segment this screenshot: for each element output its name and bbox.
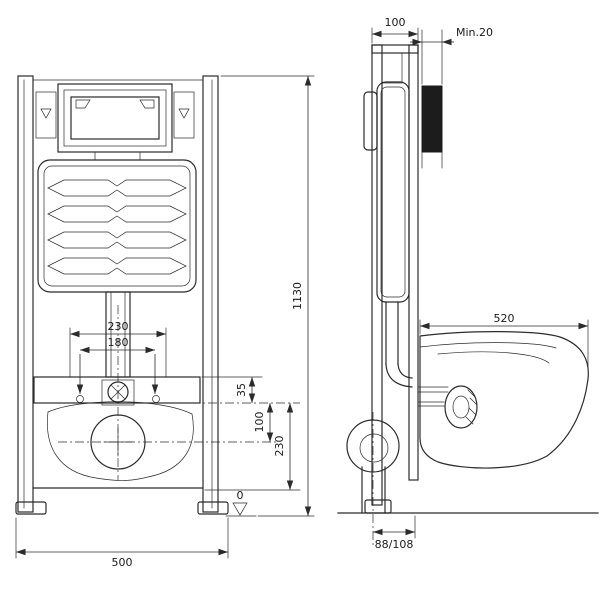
dim-label-230: 230: [108, 320, 129, 333]
dim-label-500: 500: [112, 556, 133, 569]
spigot-hatch: [465, 416, 474, 425]
dim-label-depth-100: 100: [385, 16, 406, 29]
wall-section: [421, 85, 443, 153]
flush-plate-mid: [63, 89, 167, 147]
cistern-rib: [47, 257, 187, 267]
flush-plate-profile: [363, 91, 378, 151]
outlet-spigot-inner: [452, 395, 470, 419]
level-mark-icon: [40, 108, 52, 119]
bowl-inner-line: [437, 351, 550, 364]
dim-label-88-108: 88/108: [375, 538, 414, 551]
floor-level-icon: [232, 502, 248, 516]
bracket-right: [173, 91, 195, 139]
cistern-rib: [47, 205, 187, 215]
foot-profile: [364, 499, 392, 514]
flush-plate-inner: [70, 96, 160, 140]
top-member: [371, 44, 419, 54]
cistern-inner: [43, 165, 191, 287]
anchor-bolt-left: [76, 395, 84, 403]
spigot-hatch: [468, 407, 477, 416]
cistern-rib: [47, 187, 187, 197]
cistern-profile: [376, 81, 410, 303]
dim-label-520: 520: [494, 312, 515, 325]
cistern-profile-inner: [380, 86, 406, 298]
bowl-hidden-outline: [47, 401, 194, 481]
anchor-bolt-right: [152, 395, 160, 403]
cistern-rib: [47, 239, 187, 249]
floor-zero-label: 0: [237, 489, 244, 502]
right-rail: [202, 75, 219, 513]
dim-label-min20: Min.20: [456, 26, 493, 39]
foot-right: [197, 501, 229, 515]
dim-label-100: 100: [253, 412, 266, 433]
bowl-profile: [419, 331, 589, 469]
valve-access-box: [381, 52, 403, 84]
back-rail-profile: [408, 44, 419, 481]
cistern-rib: [47, 265, 187, 275]
side-view: [337, 44, 599, 545]
dim-label-180: 180: [108, 336, 129, 349]
foot-left: [15, 501, 47, 515]
outlet-spigot: [444, 385, 478, 429]
flush-plate-outer: [57, 83, 173, 153]
cistern-rib: [47, 231, 187, 241]
dim-label-230-vertical: 230: [273, 436, 286, 457]
spigot-hatch: [469, 397, 478, 406]
level-mark-icon: [178, 108, 190, 119]
front-view: [15, 75, 229, 515]
cistern-body: [37, 159, 197, 293]
cistern-rib: [47, 213, 187, 223]
cistern-rib: [47, 179, 187, 189]
left-rail: [17, 75, 34, 513]
bracket-left: [35, 91, 57, 139]
flush-elbow: [385, 363, 413, 388]
dim-label-35: 35: [235, 383, 248, 397]
side-dimensions: 100 Min.20 520 88/108: [371, 16, 589, 551]
spigot-hatch: [467, 389, 476, 398]
flush-elbow: [397, 363, 413, 379]
mounting-plate: [33, 376, 201, 404]
dim-label-1130: 1130: [291, 282, 304, 310]
flush-plate-mark-right: [139, 99, 155, 109]
front-dimensions: 230 180 35 100 230 0 1130 500: [15, 75, 315, 569]
drain-elbow-inner: [359, 433, 389, 463]
bowl-rim-line: [419, 342, 557, 349]
flush-plate-mark-left: [75, 99, 91, 109]
